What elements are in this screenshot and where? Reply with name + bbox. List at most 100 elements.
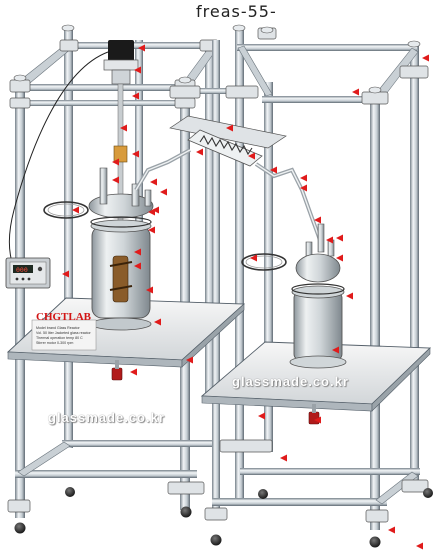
right-frame-top-rail-front xyxy=(262,96,384,103)
spare-clamp-ring xyxy=(43,201,89,219)
main-reactor xyxy=(88,40,191,381)
caster-wheel xyxy=(210,534,222,546)
right-frame-post-back-left xyxy=(235,28,244,498)
callout-pointer xyxy=(62,270,69,278)
callout-pointer xyxy=(314,416,321,424)
left-frame-clamp xyxy=(9,97,31,109)
right-frame-cap xyxy=(368,86,382,94)
callout-pointer xyxy=(132,150,139,158)
receiver-flange xyxy=(291,285,345,299)
left-frame-clamp xyxy=(59,39,79,52)
nameplate-line: Thermal operation temp 80 C xyxy=(36,336,83,340)
nameplate-panel xyxy=(31,319,97,351)
motor-coupling xyxy=(111,69,131,85)
nameplate-line: Vol. 50 liter Jacketed glass reactor xyxy=(36,331,91,335)
caster-wheel xyxy=(180,506,192,518)
nameplate-brand: CHGTLAB xyxy=(36,311,92,323)
right-frame-top-rail-side-left xyxy=(237,45,273,97)
left-frame-bottom-rail-back xyxy=(62,440,212,447)
left-frame-clamp xyxy=(174,97,196,109)
right-frame-cap xyxy=(407,40,421,48)
callout-pointer xyxy=(352,88,359,96)
right-frame-post-extra xyxy=(212,40,220,510)
condenser-coil xyxy=(199,134,253,156)
coil-condenser xyxy=(187,129,263,167)
vessel-top-ring xyxy=(90,216,152,228)
vapour-line-highlight xyxy=(135,149,191,191)
left-platform-edge-side xyxy=(181,303,245,368)
right-frame-bottom-rail-back xyxy=(240,468,420,475)
right-frame-post-front-left xyxy=(264,82,273,452)
lid-port xyxy=(99,167,108,205)
left-frame-cap xyxy=(13,74,27,82)
receiver-lid xyxy=(295,253,341,283)
left-frame-top-rail-back xyxy=(66,42,216,49)
controller-button xyxy=(21,277,25,281)
condenser-support-bar xyxy=(169,115,287,149)
receiver-drain-valve xyxy=(308,411,320,425)
nameplate-line: Model brand Glass Reactor xyxy=(36,326,80,330)
shaft-seal xyxy=(113,145,128,163)
callout-pointer xyxy=(270,166,277,174)
callout-pointer xyxy=(196,148,203,156)
callout-pointer xyxy=(388,526,395,534)
callout-pointer xyxy=(300,174,307,182)
receiver-port xyxy=(317,223,325,253)
callout-pointer xyxy=(72,206,79,214)
callout-pointer xyxy=(422,54,429,62)
spare-clamp-ring xyxy=(241,253,287,271)
right-frame-bottom-rail xyxy=(212,498,387,506)
callout-pointer xyxy=(134,66,141,74)
stirrer-motor xyxy=(108,40,134,62)
right-frame-mid-clamp xyxy=(219,439,273,453)
watermark-text: glassmade.co.kr xyxy=(48,410,165,425)
callout-pointer xyxy=(112,158,119,166)
left-frame-cap xyxy=(178,76,192,84)
nameplate-line: Stirrer motor 0-300 rpm xyxy=(36,341,74,345)
caster-wheel xyxy=(14,522,26,534)
impeller xyxy=(112,255,129,303)
left-frame-bottom-rail-side xyxy=(17,441,71,477)
callout-pointer xyxy=(332,346,339,354)
right-frame-cap xyxy=(232,24,246,32)
callout-pointer xyxy=(248,152,255,160)
callout-pointer xyxy=(120,124,127,132)
left-frame-foot-block xyxy=(167,481,205,495)
left-frame-post-front-right xyxy=(180,80,190,510)
caster-wheel xyxy=(423,488,433,498)
right-frame-cap xyxy=(260,26,274,34)
temperature-controller: 000 xyxy=(5,257,51,289)
right-platform-edge-side xyxy=(371,347,431,412)
callout-pointers xyxy=(62,44,429,550)
right-frame-clamp xyxy=(225,85,259,99)
right-frame-top-rail-back xyxy=(237,44,417,51)
condenser-assembly xyxy=(169,115,322,241)
left-frame-top-rail-front xyxy=(17,84,189,91)
left-frame-cross-bar xyxy=(17,100,189,106)
callout-pointer xyxy=(416,542,423,550)
left-frame-post-back-left xyxy=(64,28,73,448)
vessel-bottom xyxy=(90,317,152,331)
controller-readout: 000 xyxy=(16,266,28,274)
callout-pointer xyxy=(132,92,139,100)
callout-pointer xyxy=(154,318,161,326)
receiver-base xyxy=(289,355,347,369)
callout-pointer xyxy=(280,454,287,462)
callout-pointer xyxy=(314,216,321,224)
receiver-port xyxy=(305,241,313,257)
receiver-drain-stem xyxy=(312,404,316,413)
impeller-blade xyxy=(109,285,133,291)
right-frame-post-front-right xyxy=(370,90,380,530)
callout-pointer xyxy=(138,44,145,52)
lid-port xyxy=(131,183,140,207)
diagram-title: freas-55- xyxy=(196,2,277,21)
caster-wheel xyxy=(369,536,381,548)
callout-pointer xyxy=(146,286,153,294)
callout-pointer xyxy=(150,178,157,186)
callout-pointer xyxy=(130,368,137,376)
right-frame xyxy=(169,24,433,548)
controller-button xyxy=(15,277,19,281)
callout-pointer xyxy=(336,234,343,242)
callout-pointer xyxy=(346,292,353,300)
vessel-flange xyxy=(90,219,152,233)
